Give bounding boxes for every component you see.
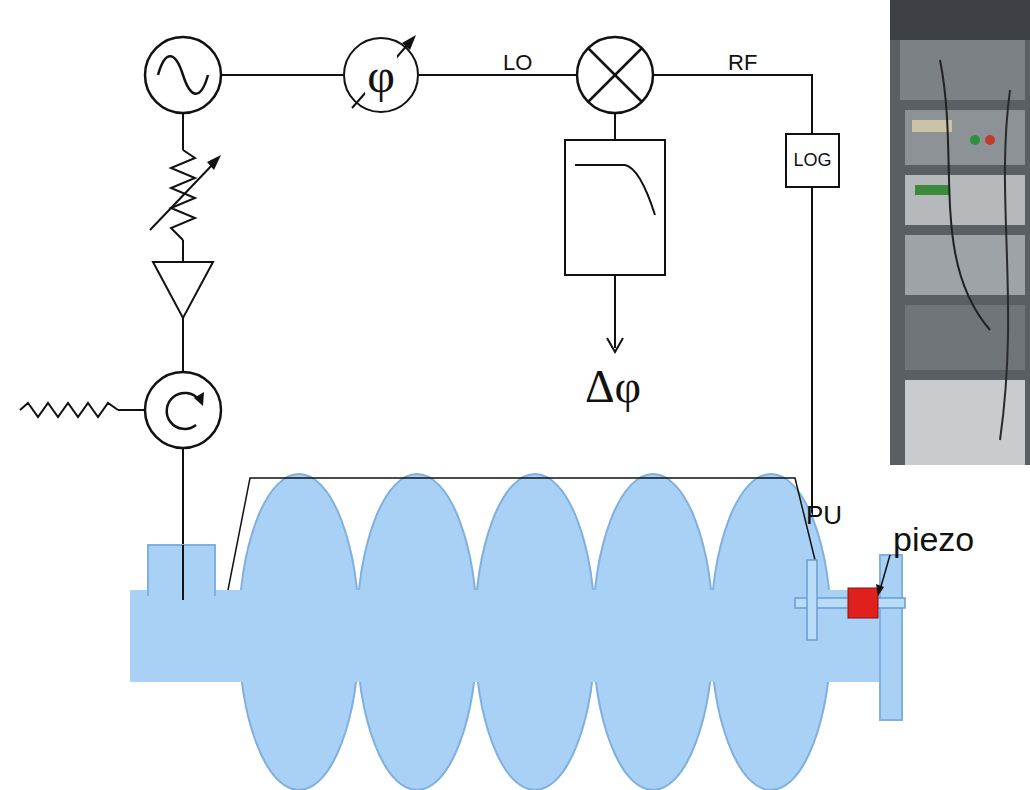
mixer-symbol [577, 37, 653, 113]
attenuator-symbol [150, 150, 221, 240]
cavity-illustration [130, 474, 905, 790]
part-label: PU [806, 500, 842, 531]
oscillator-symbol [145, 37, 221, 113]
signal-label: Δφ [585, 360, 641, 413]
node-text: φ [365, 48, 397, 103]
wires [118, 75, 812, 560]
phase-shifter-symbol: φ [343, 37, 419, 113]
port-label: RF [728, 50, 757, 76]
lab-photo [890, 0, 1030, 465]
phase-shifter-arrow [352, 35, 416, 108]
port-label: LO [503, 50, 532, 76]
load-resistor-symbol [20, 403, 118, 417]
lowpass-filter [565, 140, 665, 275]
node-text: LOG [793, 150, 831, 171]
log-amplifier-box: LOG [785, 133, 840, 188]
circulator-symbol [145, 372, 221, 448]
amplifier-symbol [153, 262, 213, 318]
part-label: piezo [893, 520, 974, 559]
